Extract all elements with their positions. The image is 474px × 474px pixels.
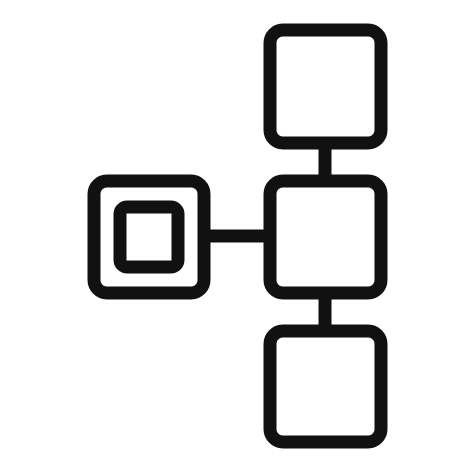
- left-box: [87, 174, 211, 300]
- left-box-inner: [113, 200, 185, 274]
- bottom-box: [263, 324, 388, 449]
- top-box: [263, 23, 388, 150]
- middle-box: [263, 174, 388, 300]
